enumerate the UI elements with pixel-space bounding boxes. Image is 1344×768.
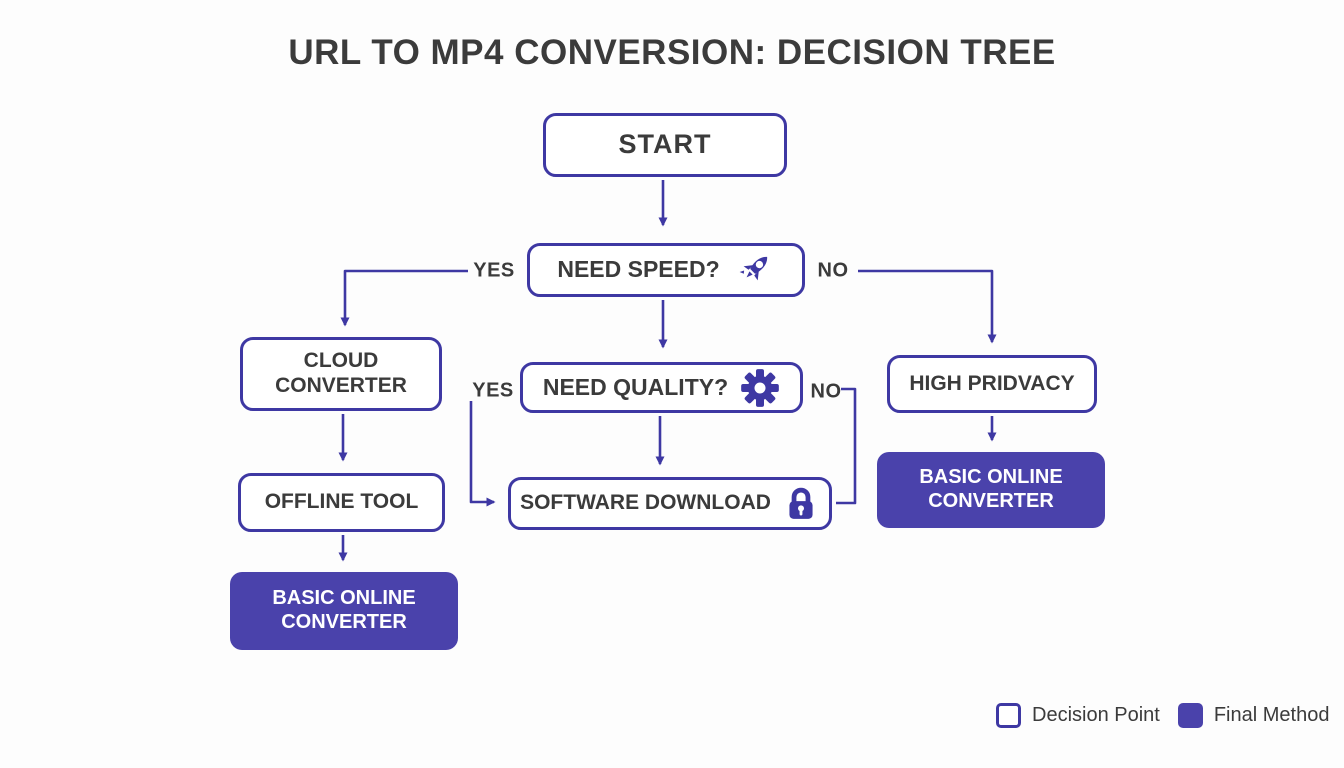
- page-title: URL TO MP4 CONVERSION: DECISION TREE: [288, 33, 1056, 72]
- legend-item-final-method: Final Method: [1177, 703, 1330, 728]
- edge-label-quality-yes: YES: [472, 379, 514, 402]
- node-high-pridvacy: HIGH PRIDVACY: [887, 355, 1097, 413]
- edge-label-quality-no: NO: [810, 380, 842, 403]
- node-need-speed-label: NEED SPEED?: [557, 256, 720, 283]
- node-software-download: SOFTWARE DOWNLOAD: [508, 477, 832, 530]
- edge-quality-yes-to-software-download: [469, 401, 496, 507]
- node-high-pridvacy-label: HIGH PRIDVACY: [909, 371, 1075, 395]
- node-start: START: [543, 113, 787, 177]
- lock-icon: [782, 485, 820, 523]
- node-need-speed: NEED SPEED?: [527, 243, 805, 297]
- node-basic-online-converter-left-label: BASIC ONLINE CONVERTER: [272, 587, 416, 633]
- node-offline-tool: OFFLINE TOOL: [238, 473, 445, 532]
- edge-speed-yes-to-cloud-converter: [340, 269, 468, 327]
- edge-label-speed-no: NO: [817, 259, 849, 282]
- node-software-download-label: SOFTWARE DOWNLOAD: [520, 491, 771, 515]
- node-start-label: START: [618, 129, 712, 160]
- decision-point-swatch: [996, 703, 1021, 728]
- final-method-label: Final Method: [1213, 704, 1330, 726]
- node-cloud-converter: CLOUD CONVERTER: [240, 337, 442, 411]
- gear-icon: [740, 368, 780, 408]
- rocket-icon: [733, 249, 775, 291]
- node-need-quality: NEED QUALITY?: [520, 362, 803, 413]
- node-need-quality-label: NEED QUALITY?: [542, 373, 729, 400]
- node-cloud-converter-label: CLOUD CONVERTER: [275, 349, 407, 397]
- node-basic-online-converter-right-label: BASIC ONLINE CONVERTER: [919, 466, 1063, 512]
- edge-speed-no-to-high-pridvacy: [858, 269, 997, 344]
- edge-quality-no-to-software-download: [836, 387, 857, 505]
- legend-item-decision-point: Decision Point: [996, 703, 1160, 728]
- legend: Decision Point Final Method: [996, 703, 1329, 728]
- decision-point-label: Decision Point: [1032, 704, 1160, 726]
- node-offline-tool-label: OFFLINE TOOL: [264, 490, 419, 514]
- final-method-swatch: [1177, 703, 1203, 728]
- node-basic-online-converter-right: BASIC ONLINE CONVERTER: [877, 452, 1105, 528]
- edge-label-speed-yes: YES: [473, 259, 515, 282]
- node-basic-online-converter-left: BASIC ONLINE CONVERTER: [230, 572, 458, 650]
